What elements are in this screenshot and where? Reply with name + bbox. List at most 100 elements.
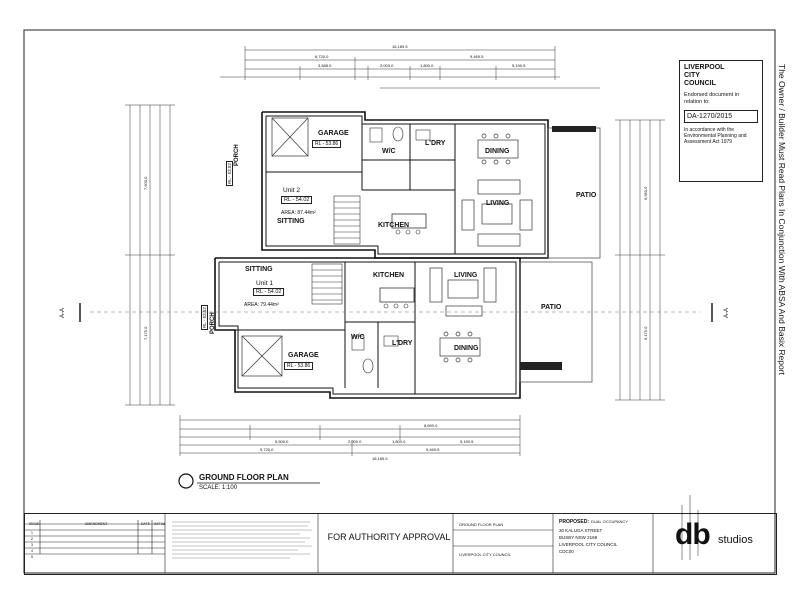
dim-bot-c: 5,500.0 (275, 439, 289, 444)
proposed-label: PROPOSED: (559, 519, 590, 525)
firm-logo: db (675, 518, 711, 551)
section-line-marks (79, 303, 713, 322)
rl-garage-top: RL - 53.86 (312, 140, 342, 148)
issue-2: 2 (31, 537, 33, 541)
address-line-1: 30 KALUGA STREET (559, 528, 603, 533)
stairs-bot (311, 263, 343, 305)
room-porch-top: PORCH (234, 144, 240, 166)
tag-bot-hatch (520, 362, 562, 370)
dining-table-bot (439, 331, 481, 363)
section-mark-right: A-A (724, 307, 730, 318)
bottom-dimensions (179, 415, 521, 456)
dim-bot-e: 1,800.0 (392, 439, 406, 444)
area-top: AREA: 87.44m² (281, 210, 316, 216)
porch-top-rl: RL - 53.52 (226, 161, 233, 186)
garage-top-car (271, 117, 309, 157)
garage-bot-car (241, 335, 283, 377)
room-dining-top: DINING (485, 148, 510, 155)
issue-3: 3 (31, 543, 33, 547)
dim-top-b: 9,469.5 (470, 54, 484, 59)
unit1-label: Unit 1 (256, 280, 273, 287)
issue-head-date: DATE (141, 522, 151, 526)
stamp-council-1: LIVERPOOL (684, 64, 725, 71)
room-dining-bot: DINING (454, 345, 479, 352)
unit2-rl: RL - 54.02 (281, 196, 313, 204)
room-garage-top: GARAGE (318, 130, 349, 137)
room-wc-top: W/C (382, 148, 396, 155)
rl-garage-bot: RL - 53.86 (284, 362, 314, 370)
kitchen-island-top (391, 213, 427, 229)
inner-walls (218, 115, 546, 395)
right-dimensions (615, 119, 665, 401)
dim-bot-b: 9,469.5 (426, 447, 440, 452)
room-kitchen-bot: KITCHEN (373, 272, 405, 279)
firm-name: studios (718, 534, 753, 546)
issue-head-issue: ISSUE (29, 522, 40, 526)
drawing-title: GROUND FLOOR PLAN (459, 522, 504, 527)
issue-1: 1 (31, 531, 33, 535)
dim-bot-g: 8,690.0 (424, 423, 438, 428)
unit1-rl: RL - 54.02 (253, 288, 285, 296)
dim-top-f: 5,190.5 (512, 63, 526, 68)
left-dimensions (125, 104, 175, 406)
sheet-border (23, 29, 776, 574)
plan-scale: SCALE: 1:100 (199, 485, 238, 491)
room-living-bot: LIVING (454, 272, 478, 279)
dim-top-d: 2,003.0 (380, 63, 394, 68)
stairs-top (333, 195, 361, 245)
db-logo-lines (681, 495, 699, 560)
address-line-3: LIVERPOOL CITY COUNCIL (559, 542, 618, 547)
dim-bot-a: 5,720.0 (260, 447, 274, 452)
issue-head-amendment: AMENDMENT (85, 522, 108, 526)
kitchen-island-bot (379, 287, 415, 303)
drawing-client: LIVERPOOL CITY COUNCIL (459, 552, 511, 557)
dim-right-a: 6,950.0 (643, 186, 648, 200)
room-sitting-top: SITTING (277, 218, 305, 225)
living-furniture-bot (429, 267, 497, 317)
dim-top-e: 1,800.0 (420, 63, 434, 68)
vertical-note: The Owner / Builder Must Read Plans In C… (777, 60, 787, 510)
council-stamp: LIVERPOOL CITY COUNCIL Endorsed document… (679, 60, 763, 182)
issue-4: 4 (31, 549, 33, 553)
top-dimensions (220, 46, 600, 89)
stamp-endorsed: Endorsed document in relation to: (684, 92, 740, 105)
dim-overall-top: 16,189.5 (392, 44, 408, 49)
porch-bot-rl: RL - 53.52 (201, 305, 208, 330)
title-block: ISSUE AMENDMENT DATE INITIAL 1 2 3 4 5 F… (24, 513, 777, 575)
plan-title-marker (178, 473, 194, 489)
dim-top-a: 6,720.0 (315, 54, 329, 59)
address-line-2: BUSBY NSW 2168 (559, 535, 598, 540)
dim-left-a: 7,600.0 (143, 176, 148, 190)
dim-overall-bottom: 16,189.5 (372, 456, 388, 461)
area-bot: AREA: 79.44m² (244, 302, 279, 308)
vertical-note-text: The Owner / Builder Must Read Plans In C… (777, 64, 787, 375)
address-line-4: CDC00 (559, 549, 574, 554)
dim-top-c: 3,588.0 (318, 63, 332, 68)
stamp-council-2: CITY (684, 72, 700, 79)
unit2-label: Unit 2 (283, 187, 300, 194)
room-ldry-top: L'DRY (425, 140, 446, 147)
dim-left-b: 7,175.0 (143, 326, 148, 340)
section-mark-left: A-A (60, 307, 66, 318)
authority-approval: FOR AUTHORITY APPROVAL (327, 532, 451, 542)
dim-bot-f: 5,190.5 (460, 439, 474, 444)
general-notes-lines (172, 521, 312, 559)
stamp-da-number: DA-1270/2015 (684, 110, 758, 123)
room-kitchen-top: KITCHEN (378, 222, 410, 229)
dining-table-top (477, 133, 519, 165)
room-porch-bot: PORCH (210, 312, 216, 334)
stamp-council-3: COUNCIL (684, 80, 716, 87)
kitchen-stools (383, 229, 421, 309)
room-sitting-bot: SITTING (245, 266, 273, 273)
room-garage-bot: GARAGE (288, 352, 319, 359)
plan-title: GROUND FLOOR PLAN (199, 473, 289, 482)
dim-right-b: 6,175.0 (643, 326, 648, 340)
room-patio-top: PATIO (576, 192, 597, 199)
room-living-top: LIVING (486, 200, 510, 207)
living-furniture-top (461, 179, 533, 247)
stamp-accordance: In accordance with the Environmental Pla… (684, 127, 747, 145)
patio-bot-outline (519, 261, 593, 383)
room-wc-bot: W/C (351, 334, 365, 341)
